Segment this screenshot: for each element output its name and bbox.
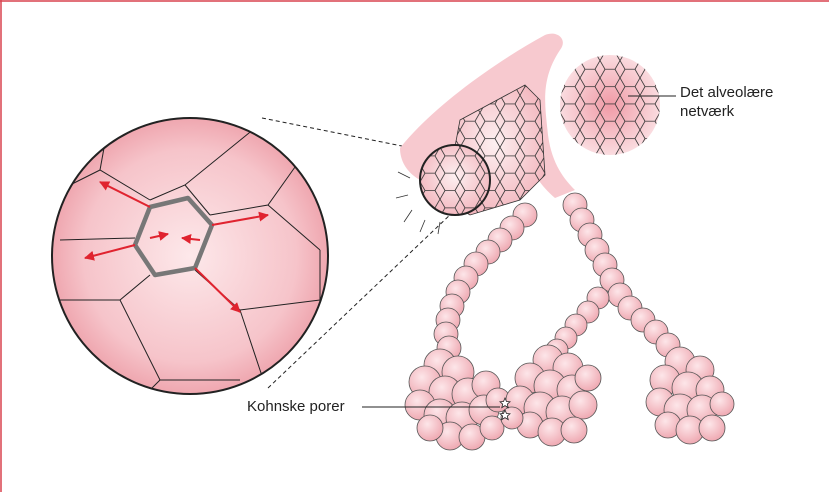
alveolar-sac-middle bbox=[501, 345, 601, 446]
label-alveolar-network-line2: netværk bbox=[680, 103, 734, 121]
alveolar-network-detail bbox=[560, 55, 660, 155]
alveolar-chain-left bbox=[434, 203, 537, 360]
alveolar-chain-right bbox=[546, 193, 680, 361]
magnification-circle-small bbox=[420, 145, 490, 215]
label-alveolar-network: Det alveolære bbox=[680, 84, 773, 102]
magnified-alveolar-wall bbox=[52, 70, 330, 400]
alveolar-sac-left bbox=[405, 349, 510, 450]
alveolar-sac-right bbox=[646, 347, 734, 444]
label-pores-of-kohn: Kohnske porer bbox=[247, 398, 345, 416]
